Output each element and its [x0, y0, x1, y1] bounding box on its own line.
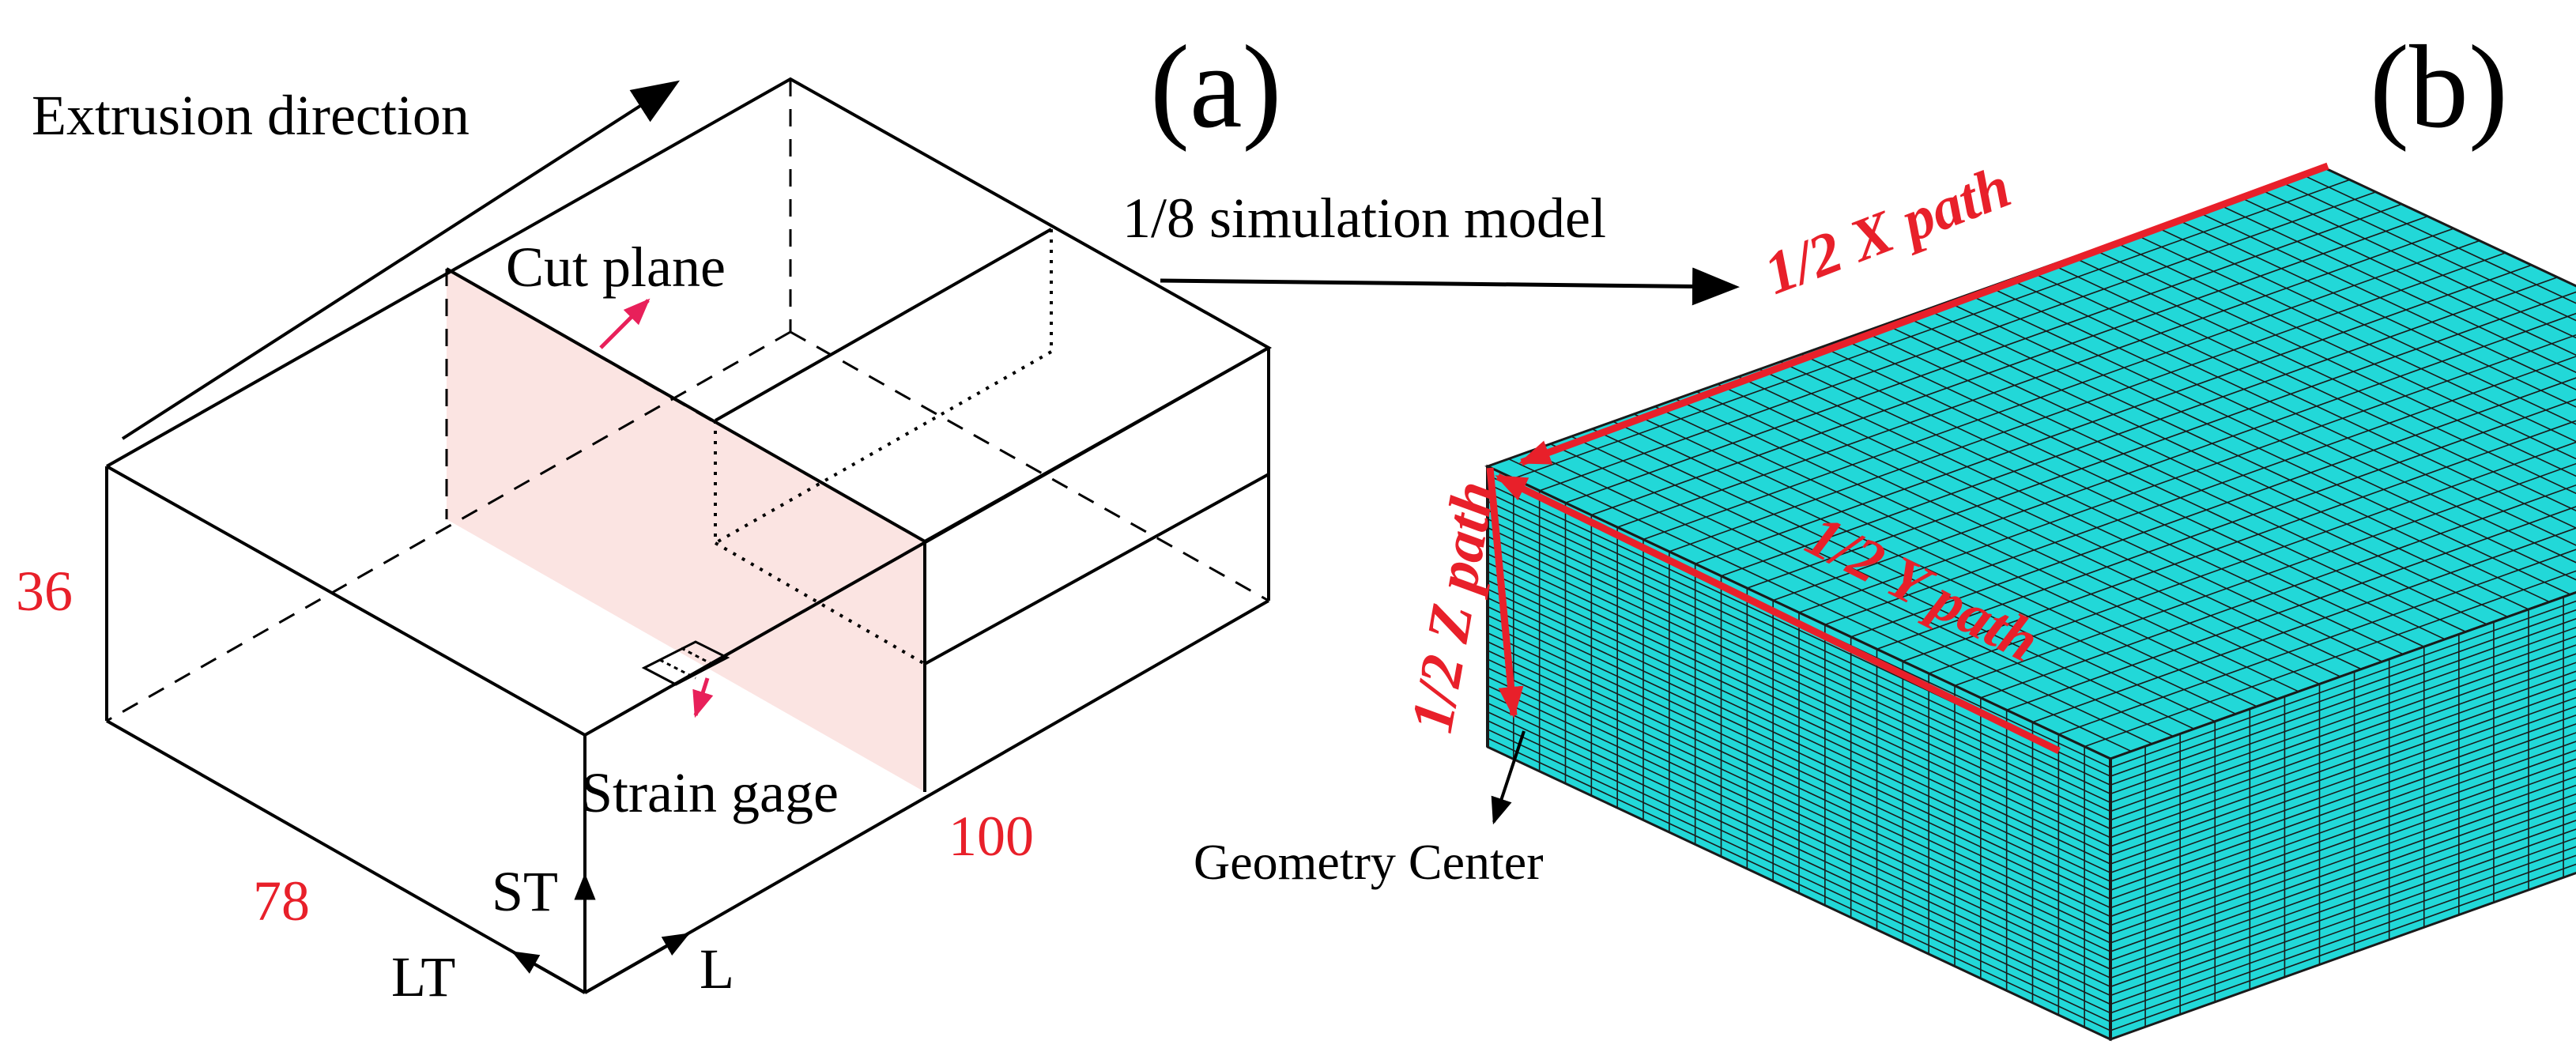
dimension-height: 36 [16, 560, 73, 623]
cut-plane-label: Cut plane [506, 236, 726, 299]
dimension-length: 100 [949, 805, 1034, 868]
panel-b-label: (b) [2370, 21, 2508, 153]
cut-plane-shading [447, 269, 925, 792]
geometry-center-label: Geometry Center [1194, 834, 1544, 890]
fe-mesh-block [1488, 168, 2576, 1039]
simulation-model-label: 1/8 simulation model [1122, 187, 1606, 250]
panel-a-label: (a) [1150, 21, 1281, 153]
l-axis-arrow [585, 934, 688, 993]
l-axis-label: L [700, 937, 734, 1001]
extrusion-direction-label: Extrusion direction [32, 84, 470, 147]
lt-axis-label: LT [391, 945, 455, 1009]
dimension-width: 78 [253, 869, 310, 933]
strain-gage-label: Strain gage [581, 761, 839, 824]
lt-axis-arrow [514, 952, 585, 993]
panel-b: (b) 1/2 X path 1/2 Y path 1/2 Z path Geo… [1194, 21, 2576, 1039]
panel-a: Extrusion direction Cut plane Strain gag… [16, 21, 1281, 1009]
simulation-model-arrow [1160, 281, 1735, 287]
x-path-label: 1/2 X path [1756, 153, 2020, 307]
strain-gage-arrow [696, 678, 707, 715]
st-axis-label: ST [492, 860, 558, 923]
cut-plane-normal-arrow [601, 300, 648, 348]
